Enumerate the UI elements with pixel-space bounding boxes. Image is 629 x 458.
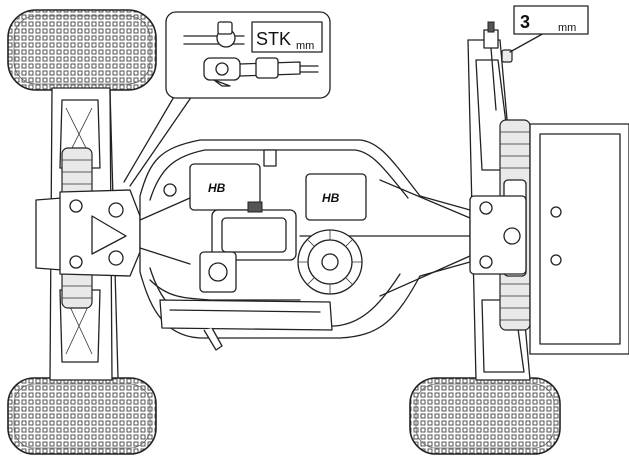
rear-right-tire — [409, 377, 561, 455]
shim-washer — [501, 49, 513, 63]
shim-label-box — [513, 5, 589, 35]
stk-label-box — [251, 21, 323, 53]
front-bulkhead — [35, 189, 141, 277]
fuel-tank — [211, 201, 297, 261]
shim-leader-line — [509, 31, 547, 53]
ball-end-screw — [183, 21, 319, 87]
rear-wing — [529, 123, 629, 355]
rear-suspension-arm — [467, 21, 531, 381]
stk-leader-line-2 — [129, 95, 193, 187]
shim-callout: 3 mm — [509, 5, 589, 53]
carburetor — [149, 251, 301, 301]
shim-unit: mm — [558, 22, 576, 34]
rear-hub-carrier — [469, 195, 527, 275]
rear-left-tire — [7, 377, 157, 455]
shim-value: 3 — [520, 12, 530, 32]
servo-plate: HB HB — [189, 163, 367, 221]
stk-leader-line — [123, 89, 179, 183]
stk-callout: STK mm — [123, 11, 331, 187]
logo-mark-1: HB — [208, 181, 226, 195]
front-suspension-arm — [35, 87, 141, 381]
stk-unit: mm — [296, 40, 314, 52]
steering-linkage — [139, 149, 277, 265]
rear-hinge-pin — [483, 21, 499, 111]
stk-value: STK — [256, 29, 291, 49]
front-left-tire — [7, 9, 157, 91]
exhaust-pipe — [159, 299, 333, 351]
engine-flywheel — [297, 229, 363, 295]
logo-mark-2: HB — [322, 191, 340, 205]
